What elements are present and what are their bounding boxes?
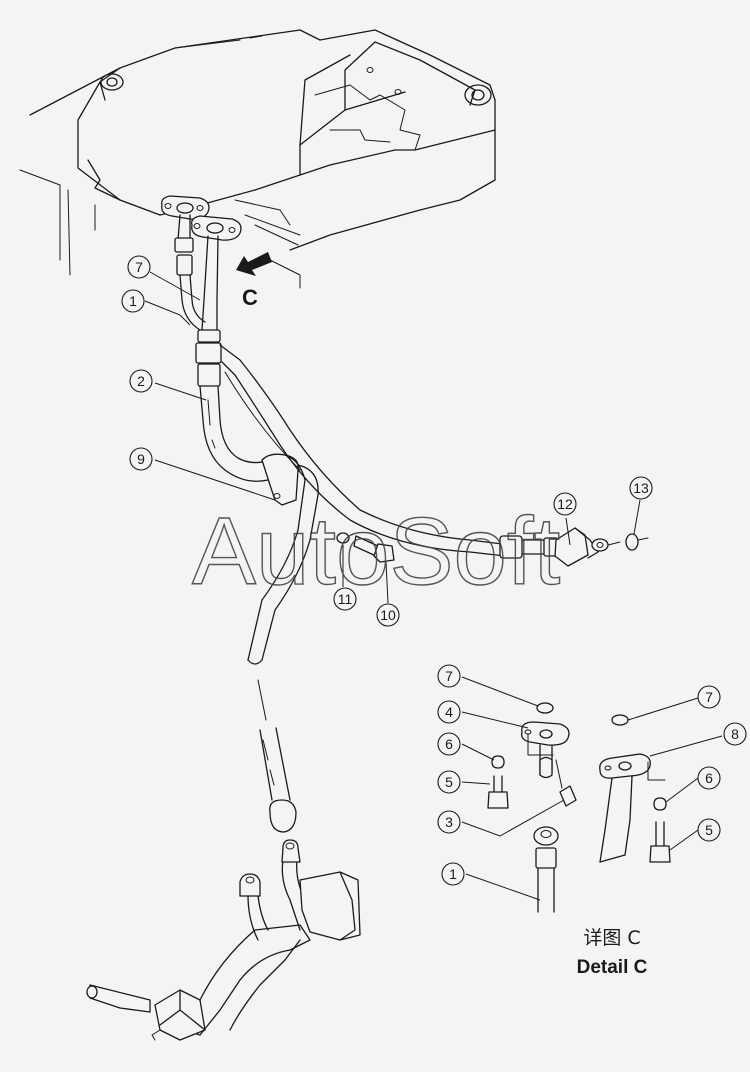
svg-text:2: 2 — [137, 373, 145, 389]
svg-text:5: 5 — [705, 822, 713, 838]
svg-text:3: 3 — [445, 814, 453, 830]
fitting-assembly — [336, 527, 649, 567]
callout-5-detail-b: 5 — [697, 818, 721, 842]
callout-6-detail-a: 6 — [437, 732, 461, 756]
callout-12-main: 12 — [553, 492, 577, 516]
bottom-housing — [86, 839, 361, 1041]
leader-lines — [144, 271, 723, 901]
callout-11-main: 11 — [333, 587, 357, 611]
callouts: 7 1 2 9 11 10 12 13 7 4 6 5 3 1 7 8 6 5 — [121, 255, 747, 886]
svg-text:10: 10 — [380, 607, 396, 623]
callout-9-main: 9 — [129, 447, 153, 471]
svg-text:7: 7 — [705, 689, 713, 705]
callout-13-main: 13 — [629, 476, 653, 500]
svg-text:12: 12 — [557, 496, 573, 512]
pipe-flanges — [161, 195, 242, 241]
svg-text:13: 13 — [633, 480, 649, 496]
callout-7-detail-a: 7 — [437, 664, 461, 688]
svg-text:8: 8 — [731, 726, 739, 742]
callout-2-main: 2 — [129, 369, 153, 393]
callout-5-detail-a: 5 — [437, 770, 461, 794]
svg-text:7: 7 — [445, 668, 453, 684]
svg-text:9: 9 — [137, 451, 145, 467]
oil-pipes — [174, 214, 511, 833]
svg-text:5: 5 — [445, 774, 453, 790]
callout-1-main: 1 — [121, 289, 145, 313]
callout-7-detail-b: 7 — [697, 685, 721, 709]
svg-text:6: 6 — [445, 736, 453, 752]
view-arrow-c — [236, 252, 272, 276]
svg-text:7: 7 — [135, 259, 143, 275]
svg-text:11: 11 — [338, 591, 353, 607]
svg-text:1: 1 — [129, 293, 137, 309]
callout-10-main: 10 — [376, 603, 400, 627]
callout-7-main: 7 — [127, 255, 151, 279]
callout-6-detail-b: 6 — [697, 766, 721, 790]
detail-c-drawing — [487, 702, 671, 913]
callout-4-detail: 4 — [437, 700, 461, 724]
callout-8-detail: 8 — [723, 722, 747, 746]
callout-1-detail: 1 — [441, 862, 465, 886]
watermark: AutoSoft — [192, 498, 560, 605]
detail-title-cn: 详图 C — [583, 927, 640, 949]
engine-block — [19, 29, 496, 289]
svg-text:4: 4 — [445, 704, 453, 720]
svg-text:1: 1 — [449, 866, 457, 882]
svg-text:6: 6 — [705, 770, 713, 786]
detail-title-en: Detail C — [577, 957, 648, 978]
view-letter: C — [242, 285, 258, 310]
callout-3-detail: 3 — [437, 810, 461, 834]
